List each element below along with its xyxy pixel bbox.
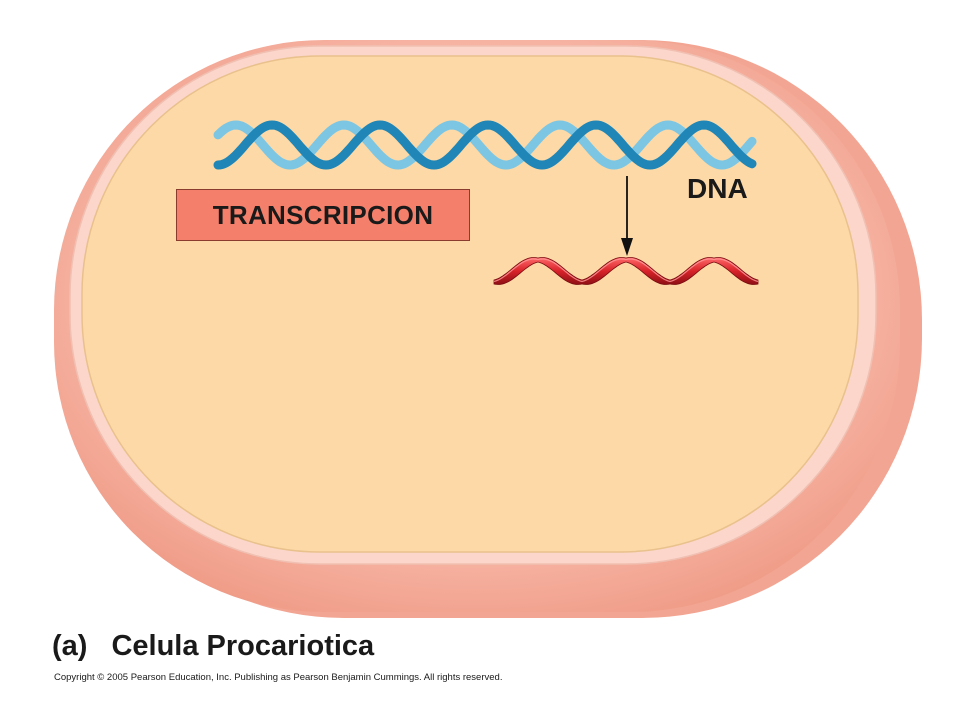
dna-strand-front [213, 120, 757, 170]
transcription-label: TRANSCRIPCION [176, 189, 470, 241]
dna-label: DNA [687, 173, 748, 204]
panel-letter: (a) [52, 630, 88, 662]
figure-caption: (a) Celula Procariotica [52, 630, 374, 663]
cytoplasm [81, 55, 859, 553]
copyright-notice: Copyright © 2005 Pearson Education, Inc.… [54, 672, 503, 683]
transcription-arrow [621, 176, 633, 256]
caption-title: Celula Procariotica [111, 630, 375, 662]
dna-double-helix [213, 120, 757, 170]
mrna-strand [493, 257, 759, 285]
